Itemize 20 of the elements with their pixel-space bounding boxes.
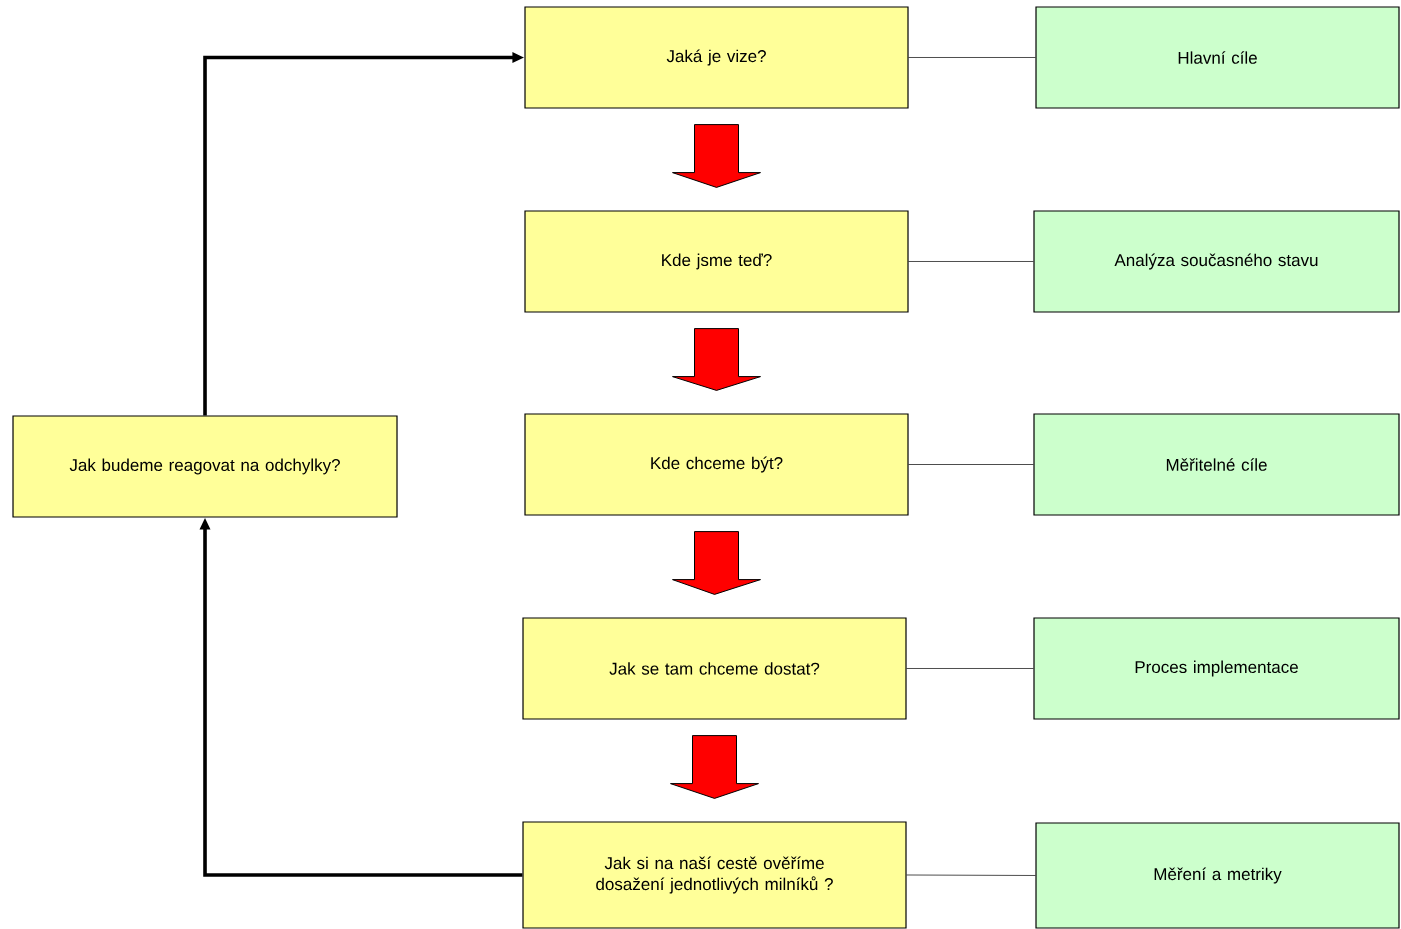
block-arrow	[672, 328, 761, 391]
connector-line	[908, 261, 1034, 262]
question-box: Jaká je vize?	[524, 6, 909, 109]
question-box: Jak se tam chceme dostat?	[522, 617, 907, 720]
connector-line	[908, 464, 1034, 465]
answer-box: Měřitelné cíle	[1033, 413, 1400, 516]
question-box: Jak budeme reagovat na odchylky?	[12, 415, 398, 518]
connector-line	[908, 57, 1036, 58]
answer-box: Hlavní cíle	[1035, 6, 1400, 109]
question-box: Kde chceme být?	[524, 413, 909, 516]
answer-box: Měření a metriky	[1035, 822, 1400, 929]
answer-box: Proces implementace	[1033, 617, 1400, 720]
connector-line	[906, 668, 1034, 669]
question-box: Kde jsme teď?	[524, 210, 909, 313]
connector-line	[906, 874, 1036, 876]
block-arrow	[672, 531, 761, 595]
block-arrow	[672, 124, 761, 188]
block-arrow	[670, 735, 759, 799]
answer-box: Analýza současného stavu	[1033, 210, 1400, 313]
question-box: Jak si na naší cestě ověříme dosažení jednotlivých milníků ?	[522, 821, 907, 929]
